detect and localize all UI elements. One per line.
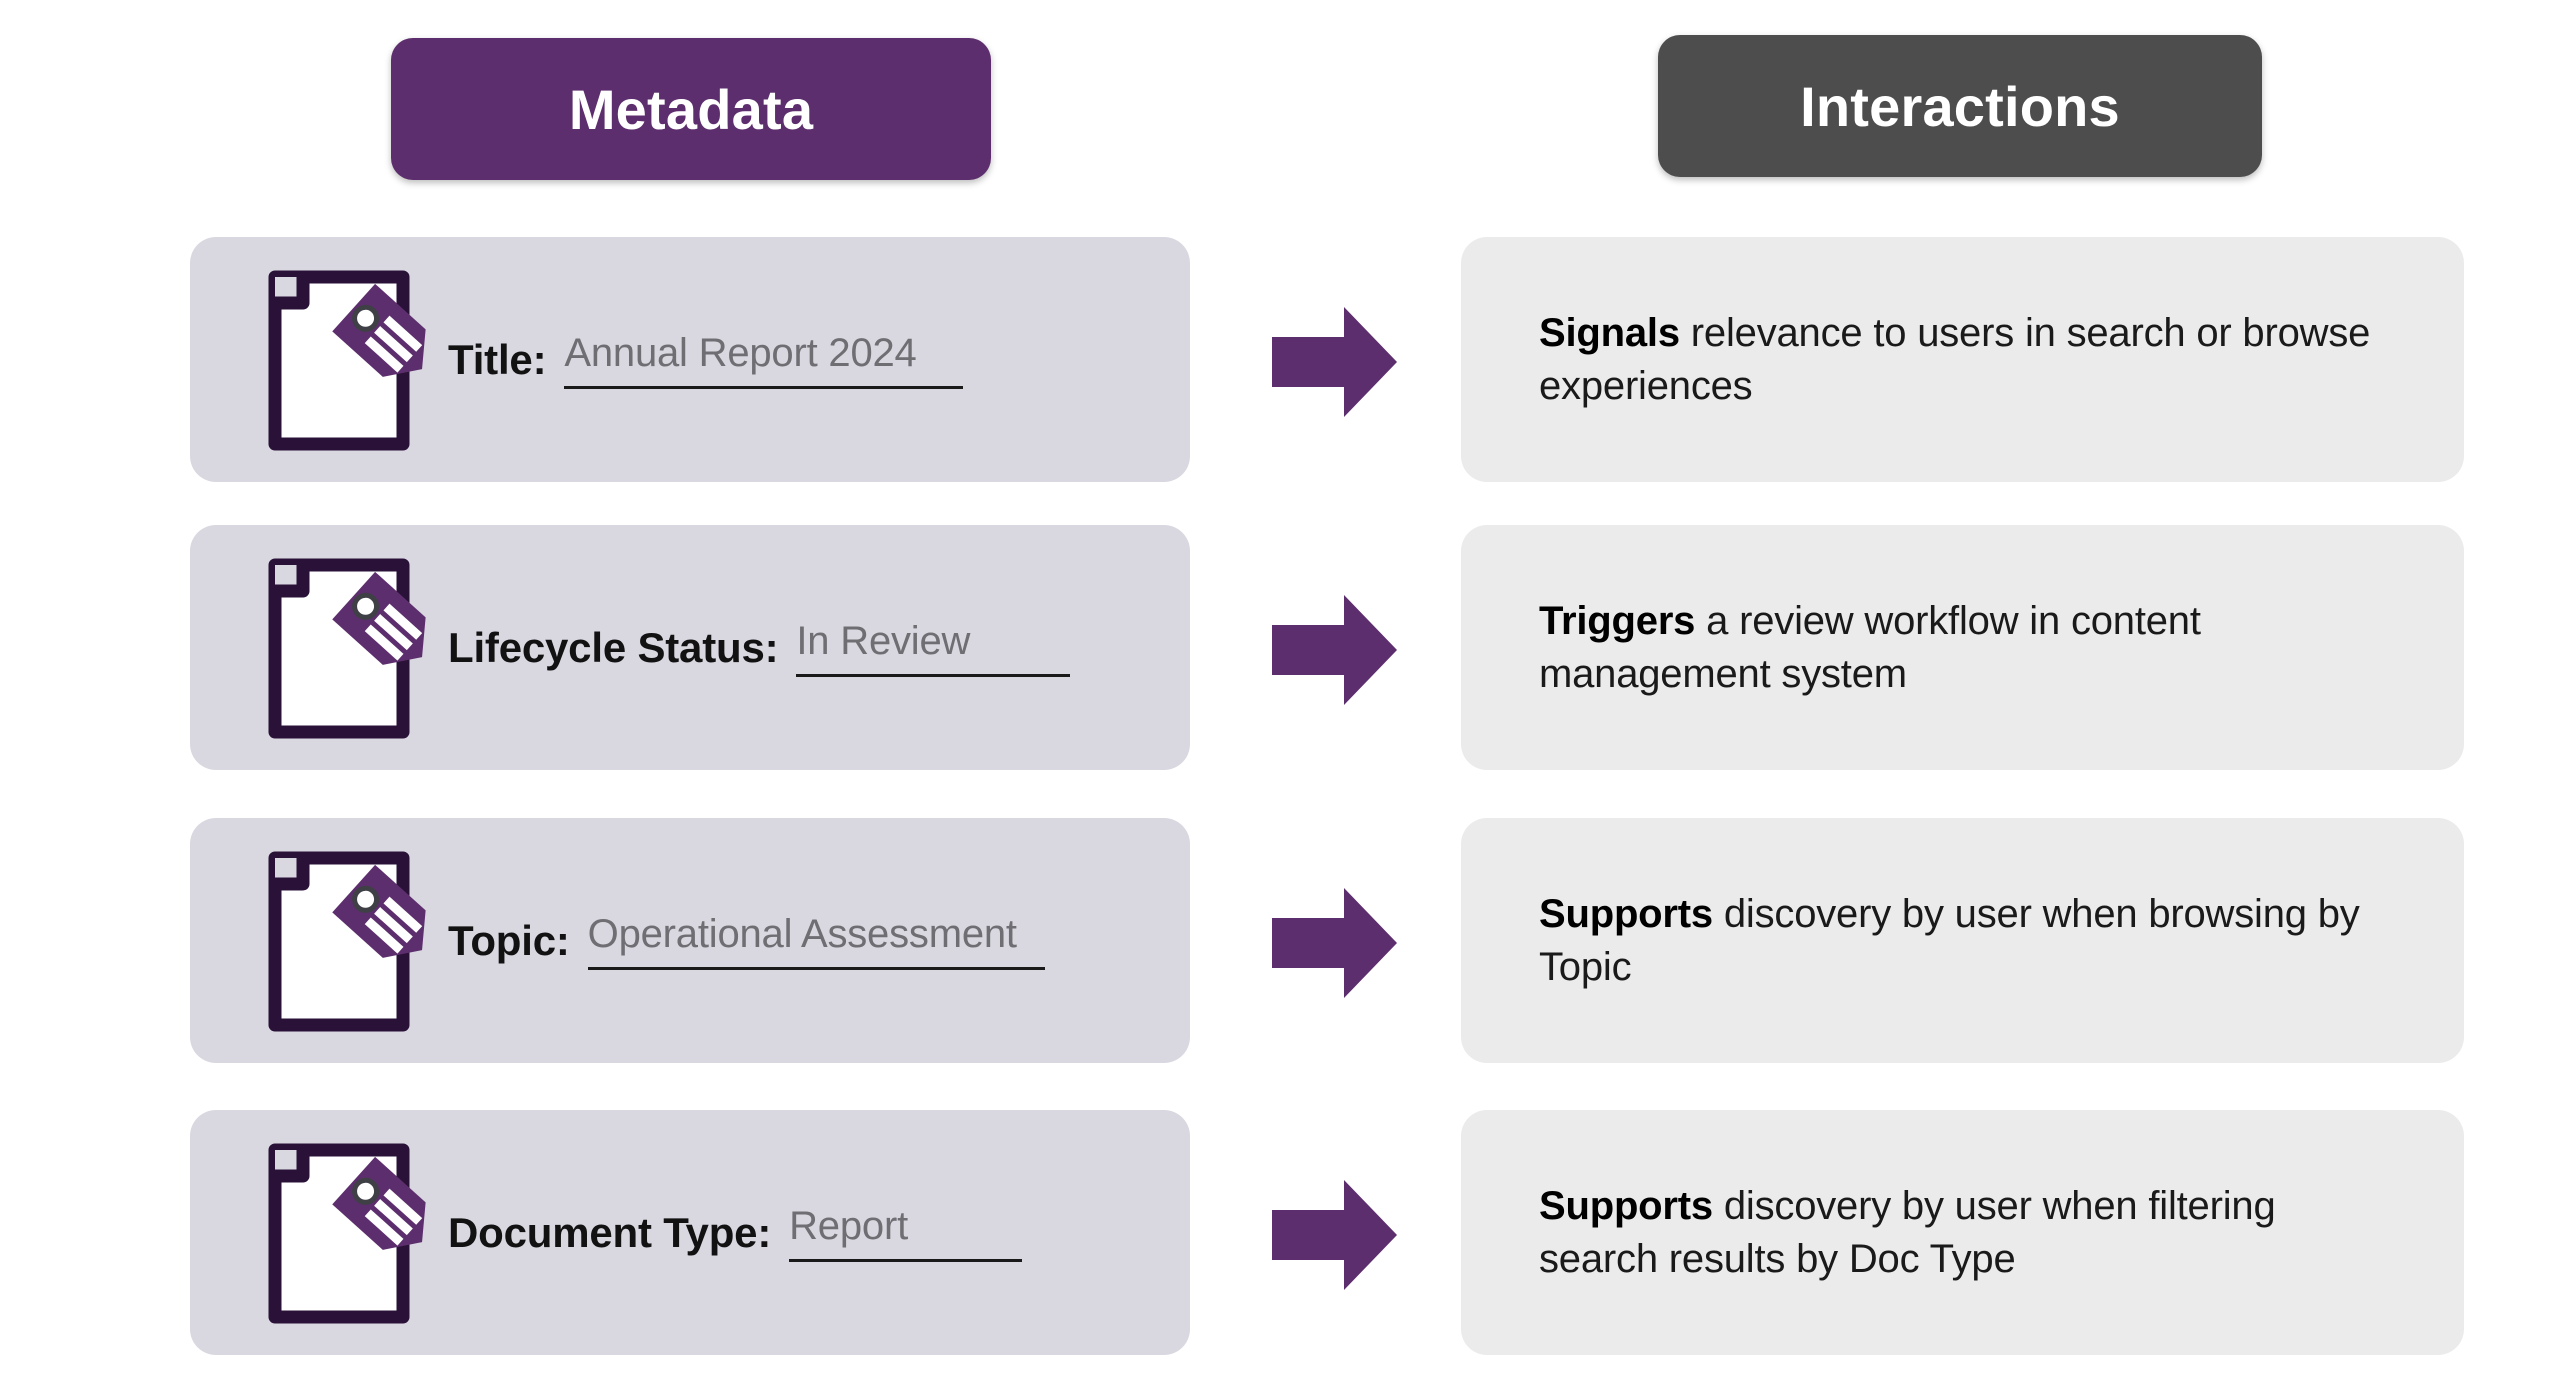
- interaction-text: Signals relevance to users in search or …: [1539, 307, 2404, 413]
- right-arrow-icon: [1272, 595, 1397, 705]
- metadata-field-label: Lifecycle Status:: [448, 623, 779, 671]
- interaction-lead-word: Signals: [1539, 310, 1680, 355]
- column-header-interactions: Interactions: [1658, 35, 2262, 177]
- metadata-field-label: Document Type:: [448, 1208, 772, 1256]
- metadata-field-value: In Review: [796, 618, 971, 663]
- diagram-row: Document Type: Report Supports discovery…: [0, 1110, 2560, 1355]
- interaction-card[interactable]: Supports discovery by user when browsing…: [1461, 818, 2464, 1063]
- interaction-lead-word: Supports: [1539, 1183, 1713, 1228]
- interaction-rest-text: relevance to users in search or browse e…: [1539, 310, 2371, 408]
- interaction-card[interactable]: Triggers a review workflow in content ma…: [1461, 525, 2464, 770]
- interaction-card[interactable]: Signals relevance to users in search or …: [1461, 237, 2464, 482]
- interaction-text: Triggers a review workflow in content ma…: [1539, 595, 2404, 701]
- metadata-field-value: Operational Assessment: [587, 911, 1017, 956]
- right-arrow-icon: [1272, 307, 1397, 417]
- diagram-row: Topic: Operational Assessment Supports d…: [0, 818, 2560, 1063]
- diagram-row: Title: Annual Report 2024 Signals releva…: [0, 237, 2560, 482]
- metadata-card[interactable]: Topic: Operational Assessment: [190, 818, 1190, 1063]
- interaction-rest-text: a review workflow in content management …: [1539, 598, 2201, 696]
- column-header-metadata-label: Metadata: [568, 77, 814, 141]
- metadata-card[interactable]: Title: Annual Report 2024: [190, 237, 1190, 482]
- interaction-rest-text: discovery by user when filtering search …: [1539, 1183, 2276, 1281]
- right-arrow-icon: [1272, 1180, 1397, 1290]
- interaction-text: Supports discovery by user when browsing…: [1539, 888, 2404, 994]
- metadata-card[interactable]: Lifecycle Status: In Review: [190, 525, 1190, 770]
- document-tag-icon: [255, 263, 445, 458]
- diagram-row: Lifecycle Status: In Review Triggers a r…: [0, 525, 2560, 770]
- metadata-field-label: Title:: [448, 335, 547, 383]
- interaction-lead-word: Supports: [1539, 891, 1713, 936]
- metadata-field-label: Topic:: [448, 916, 570, 964]
- metadata-field-value: Report: [789, 1203, 908, 1248]
- interaction-lead-word: Triggers: [1539, 598, 1696, 643]
- metadata-field: Document Type: Report: [448, 1110, 1022, 1355]
- column-header-interactions-label: Interactions: [1800, 74, 2120, 138]
- metadata-field: Lifecycle Status: In Review: [448, 525, 1071, 770]
- document-tag-icon: [255, 844, 445, 1039]
- right-arrow-icon: [1272, 888, 1397, 998]
- document-tag-icon: [255, 1136, 445, 1331]
- metadata-field: Topic: Operational Assessment: [448, 818, 1045, 1063]
- interaction-text: Supports discovery by user when filterin…: [1539, 1180, 2404, 1286]
- interaction-card[interactable]: Supports discovery by user when filterin…: [1461, 1110, 2464, 1355]
- metadata-card[interactable]: Document Type: Report: [190, 1110, 1190, 1355]
- column-header-metadata: Metadata: [391, 38, 991, 180]
- metadata-field: Title: Annual Report 2024: [448, 237, 963, 482]
- metadata-field-value-underline: Operational Assessment: [587, 911, 1045, 970]
- document-tag-icon: [255, 551, 445, 746]
- interaction-rest-text: discovery by user when browsing by Topic: [1539, 891, 2360, 989]
- metadata-field-value-underline: Report: [789, 1204, 1022, 1262]
- metadata-field-value-underline: Annual Report 2024: [564, 330, 963, 389]
- metadata-field-value-underline: In Review: [796, 618, 1071, 677]
- metadata-field-value: Annual Report 2024: [564, 330, 917, 375]
